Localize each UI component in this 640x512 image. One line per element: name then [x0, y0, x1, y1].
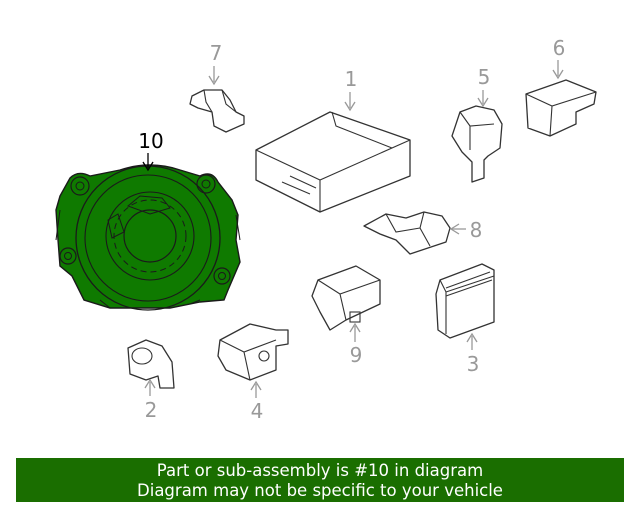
callout-3[interactable]: 3: [467, 352, 480, 376]
callout-6[interactable]: 6: [553, 36, 566, 60]
callout-9[interactable]: 9: [350, 343, 363, 367]
part-7-bracket[interactable]: [189, 89, 245, 133]
arrow-7: [208, 75, 220, 86]
arrow-2: [144, 378, 156, 389]
part-5-sensor[interactable]: [451, 105, 503, 183]
banner-line-2: Diagram may not be specific to your vehi…: [137, 481, 503, 500]
part-10-clock-spring[interactable]: [55, 164, 241, 311]
callout-10[interactable]: 10: [138, 129, 163, 153]
arrow-9: [349, 322, 361, 333]
arrow-8: [449, 223, 460, 235]
arrow-6: [552, 69, 564, 80]
part-1-control-module[interactable]: [255, 111, 411, 213]
callout-8[interactable]: 8: [470, 218, 483, 242]
arrow-4: [250, 380, 262, 391]
part-6-module[interactable]: [525, 79, 597, 137]
part-4-bracket[interactable]: [217, 323, 289, 381]
callout-5[interactable]: 5: [478, 65, 491, 89]
part-3-ecu[interactable]: [435, 263, 495, 339]
part-9-switch[interactable]: [311, 265, 381, 331]
callout-1[interactable]: 1: [345, 67, 358, 91]
callout-4[interactable]: 4: [251, 399, 264, 423]
arrow-10: [142, 161, 154, 172]
banner-line-1: Part or sub-assembly is #10 in diagram: [156, 461, 484, 480]
info-banner: Part or sub-assembly is #10 in diagram D…: [16, 458, 624, 502]
arrow-1: [344, 101, 356, 112]
arrow-3: [466, 332, 478, 343]
arrow-5: [477, 97, 489, 108]
part-8-bracket[interactable]: [363, 211, 451, 255]
part-2-sensor[interactable]: [127, 339, 175, 389]
callout-2[interactable]: 2: [145, 398, 158, 422]
callout-7[interactable]: 7: [210, 41, 223, 65]
